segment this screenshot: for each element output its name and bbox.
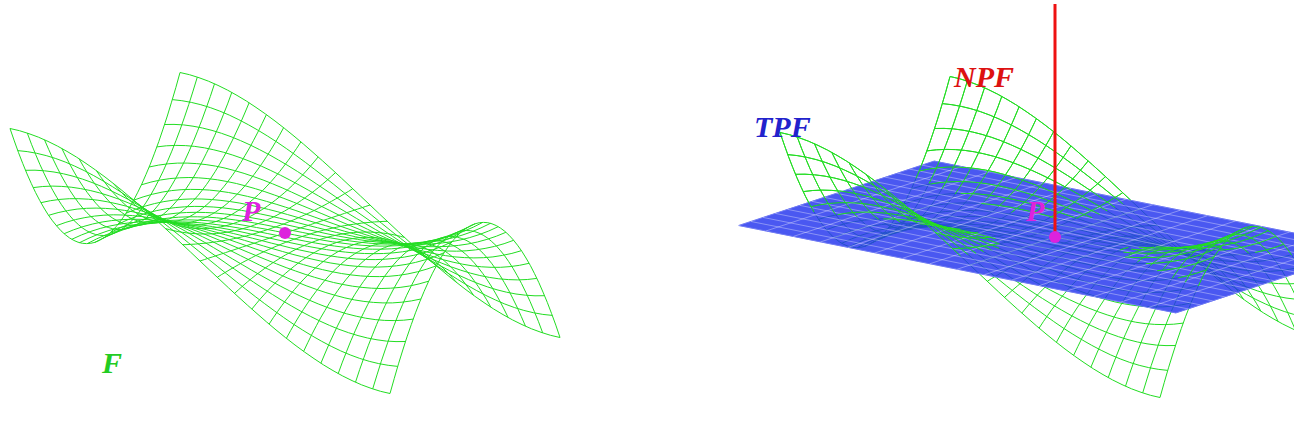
surface-grid-line: [935, 128, 1116, 207]
surface-grid-line: [884, 132, 1054, 226]
surface-grid-line: [321, 243, 491, 363]
plane-grid-line: [1176, 249, 1294, 313]
surface-grid-line: [803, 190, 984, 252]
point-p: [279, 227, 291, 239]
plane-grid-line: [861, 185, 1294, 272]
surface-grid-line: [1129, 247, 1155, 255]
surface-grid-line: [390, 222, 560, 393]
surface-grid-line: [338, 241, 508, 374]
surface-grid-line: [96, 115, 266, 223]
point-label: P: [1024, 196, 1046, 226]
surface-grid-line: [1139, 226, 1253, 248]
surface-grid-line: [1120, 247, 1129, 250]
surface-grid-line: [930, 182, 1291, 255]
surface-grid-line: [286, 243, 456, 338]
surface-f-right-above: [780, 77, 1292, 287]
surface-grid-line: [1185, 235, 1270, 283]
tangent-plane-grid: [739, 161, 1294, 313]
tangent-plane: [739, 161, 1294, 313]
surface-grid-line: [936, 177, 1106, 238]
surface-grid-line: [918, 161, 1088, 233]
surface-grid-line: [217, 221, 387, 277]
surface-grid-line: [27, 77, 197, 235]
surface-grid-line: [920, 224, 1215, 271]
surface-grid-line: [838, 212, 1199, 285]
surface-grid-line: [780, 77, 950, 213]
surface-grid-line: [953, 193, 1123, 249]
plane-grid-line: [1067, 227, 1263, 291]
surface-grid-line: [780, 133, 961, 257]
surface-grid-line: [252, 237, 422, 309]
surface-grid-line: [79, 103, 249, 223]
normal-space-label: NPF: [952, 62, 1016, 92]
tangent-space-label: TPF: [752, 112, 813, 142]
surface-grid-line: [927, 149, 1108, 211]
surface-grid-line: [942, 104, 1123, 204]
surface-grid-line: [148, 157, 318, 229]
surface-grid-line: [200, 205, 370, 261]
surface-grid-line: [981, 204, 1276, 251]
surface-grid-line: [131, 142, 301, 225]
surface-grid-line: [1172, 241, 1249, 279]
surface-grid-line: [866, 119, 1036, 223]
surface-grid-line: [183, 189, 353, 245]
surface-grid-line: [796, 174, 977, 253]
plane-grid-line: [934, 161, 1294, 248]
surface-grid-line: [797, 81, 967, 214]
surface-grid-line: [10, 73, 180, 244]
surface-grid-line: [180, 73, 560, 338]
point-label: P: [240, 196, 262, 226]
plane-grid-line: [849, 189, 1286, 276]
surface-grid-line: [815, 88, 985, 217]
surface-grid-line: [849, 107, 1019, 222]
surface-f-left: [10, 73, 560, 394]
surface-grid-line: [1198, 226, 1292, 286]
surface-grid-line: [832, 96, 1002, 219]
surface-label: F: [100, 348, 124, 378]
surface-grid-line: [901, 146, 1071, 229]
normal-line: [1054, 4, 1057, 237]
surface-grid-line: [10, 129, 390, 394]
surface-grid-line: [950, 77, 1131, 201]
point-p: [1049, 231, 1061, 243]
plane-grid-line: [910, 169, 1294, 256]
plane-grid-line: [898, 173, 1294, 260]
surface-grid-line: [811, 203, 992, 250]
